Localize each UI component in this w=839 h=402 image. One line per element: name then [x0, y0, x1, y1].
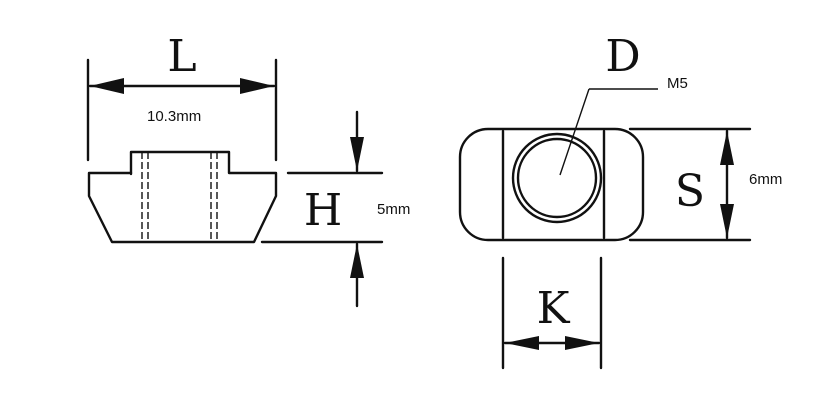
arrow-k-left — [505, 336, 539, 350]
dimension-k: K — [501, 256, 603, 370]
leader-d-diagonal — [559, 88, 590, 176]
arrow-k-right — [565, 336, 599, 350]
label-s: S — [675, 166, 705, 217]
arrow-l-left — [90, 78, 124, 94]
label-h: H — [304, 185, 342, 236]
label-k: K — [537, 283, 571, 334]
arrow-s-bottom — [720, 204, 734, 238]
value-length: 10.3mm — [147, 108, 201, 125]
value-height: 5mm — [377, 201, 410, 218]
arrow-h-top — [350, 137, 364, 171]
dimension-h: H 5mm — [260, 110, 410, 308]
arrow-s-top — [720, 131, 734, 165]
thread-inner-circle — [516, 137, 598, 219]
arrow-l-right — [240, 78, 274, 94]
label-l: L — [167, 31, 196, 82]
side-view — [87, 150, 278, 244]
label-d: D — [605, 31, 640, 82]
dimension-l: L 10.3mm — [86, 31, 278, 162]
dimension-s: S 6mm — [628, 127, 782, 242]
value-thread: M5 — [667, 75, 688, 92]
value-width: 6mm — [749, 171, 782, 188]
thread-outer-circle — [511, 132, 603, 224]
arrow-h-bottom — [350, 244, 364, 278]
top-view: D M5 — [458, 31, 688, 242]
top-view-outline — [458, 127, 645, 242]
side-view-outline — [87, 150, 278, 244]
